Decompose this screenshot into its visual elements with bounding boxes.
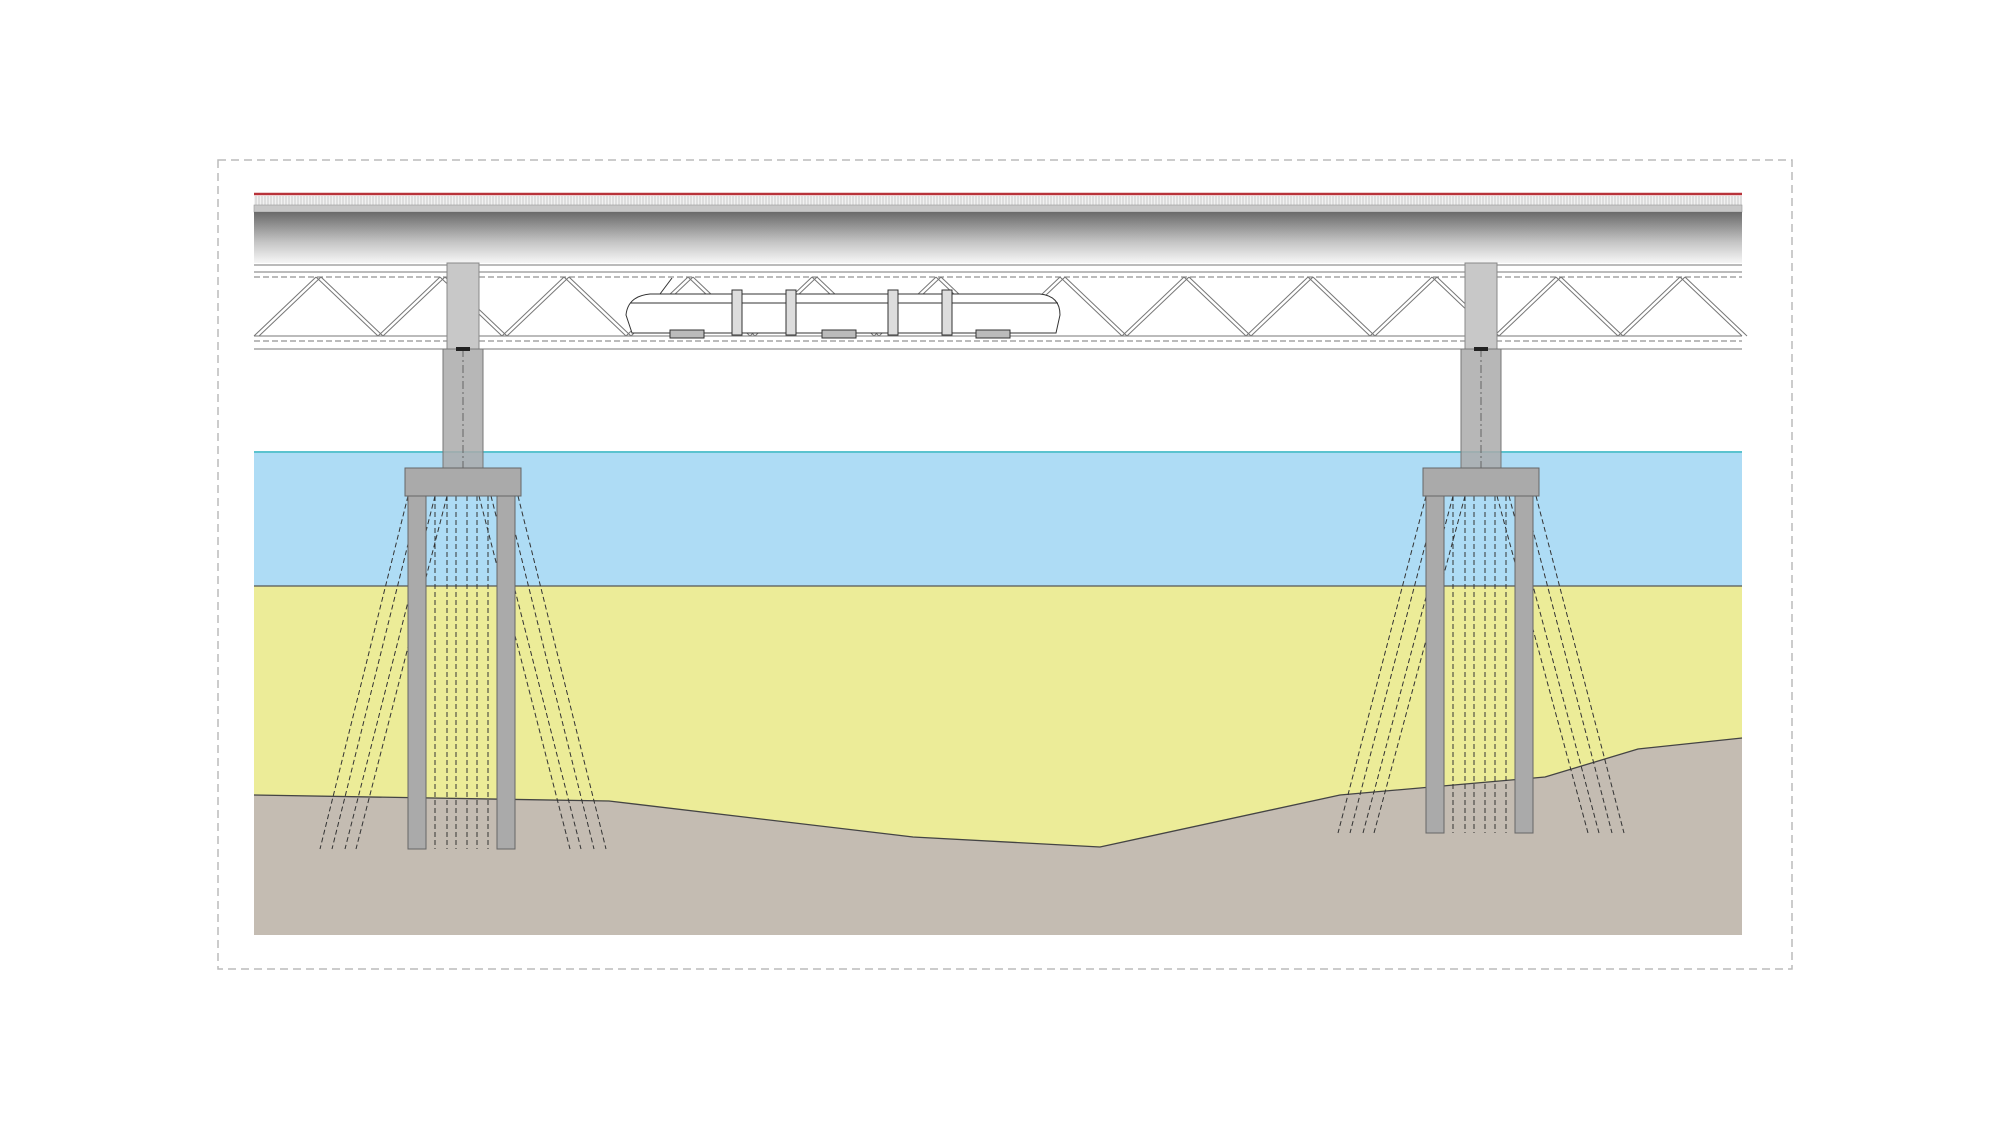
pier-column-upper — [446, 262, 480, 350]
truss-diagonal — [506, 276, 570, 337]
truss-diagonal — [1498, 276, 1562, 337]
truss-diagonal — [1622, 276, 1686, 337]
truss-diagonal — [1059, 276, 1123, 337]
truss-diagonal — [1560, 276, 1624, 337]
pile-raked — [1373, 495, 1466, 834]
pier-bearing — [456, 347, 470, 351]
truss-diagonal — [1312, 276, 1376, 337]
pile-raked — [517, 495, 607, 850]
pile-raked — [331, 495, 421, 850]
right-pier — [1337, 262, 1625, 834]
pile-raked — [478, 495, 571, 850]
deck-girder — [254, 212, 1742, 263]
truss-diagonal — [382, 276, 446, 337]
truss-diagonal — [1064, 276, 1128, 337]
main-pile — [1514, 495, 1534, 834]
truss-diagonal — [1369, 276, 1433, 337]
pile-raked — [505, 495, 595, 850]
train-joint — [941, 289, 953, 336]
truss-diagonal — [320, 276, 384, 337]
pile-raked — [1535, 495, 1625, 834]
truss-diagonal — [253, 276, 317, 337]
train-bogie — [821, 329, 857, 339]
deck-slab — [253, 204, 1743, 213]
left-pier — [319, 262, 607, 850]
truss-diagonal — [563, 276, 627, 337]
main-pile — [1425, 495, 1445, 834]
truss-diagonal — [1126, 276, 1190, 337]
truss-diagonal — [258, 276, 322, 337]
train-joint — [785, 289, 797, 336]
pile-raked — [319, 495, 409, 850]
truss-diagonal — [1617, 276, 1681, 337]
truss-diagonal — [377, 276, 441, 337]
pile-raked — [1496, 495, 1589, 834]
bedrock-layer — [254, 738, 1742, 935]
train-body — [625, 293, 1061, 334]
train-bogie — [975, 329, 1011, 339]
pile-cap — [1422, 467, 1540, 497]
pile-raked — [1349, 495, 1439, 834]
train-joint — [887, 289, 899, 336]
pile-raked — [355, 495, 448, 850]
truss-diagonal — [568, 276, 632, 337]
pier-column-upper — [1464, 262, 1498, 350]
truss-diagonal — [1183, 276, 1247, 337]
truss-diagonal — [1684, 276, 1748, 337]
train-bogie — [669, 329, 705, 339]
truss-diagonal — [1493, 276, 1557, 337]
main-pile — [407, 495, 427, 850]
train-joint — [731, 289, 743, 336]
pier-bearing — [1474, 347, 1488, 351]
truss-diagonal — [1121, 276, 1185, 337]
deck-parapet — [254, 196, 1742, 205]
truss-diagonal — [1250, 276, 1314, 337]
pantograph — [659, 277, 673, 295]
pile-cap — [404, 467, 522, 497]
truss-diagonal — [501, 276, 565, 337]
truss-diagonal — [1374, 276, 1438, 337]
train — [625, 277, 1061, 339]
truss-diagonal — [1245, 276, 1309, 337]
main-pile — [496, 495, 516, 850]
truss-diagonal — [1679, 276, 1743, 337]
pile-raked — [1337, 495, 1427, 834]
truss-diagonal — [1307, 276, 1371, 337]
frame-border — [217, 159, 1793, 970]
truss-diagonal — [1555, 276, 1619, 337]
truss-diagonal — [1188, 276, 1252, 337]
pile-raked — [1523, 495, 1613, 834]
truss-diagonal — [315, 276, 379, 337]
bedrock-boundary — [253, 737, 1743, 848]
